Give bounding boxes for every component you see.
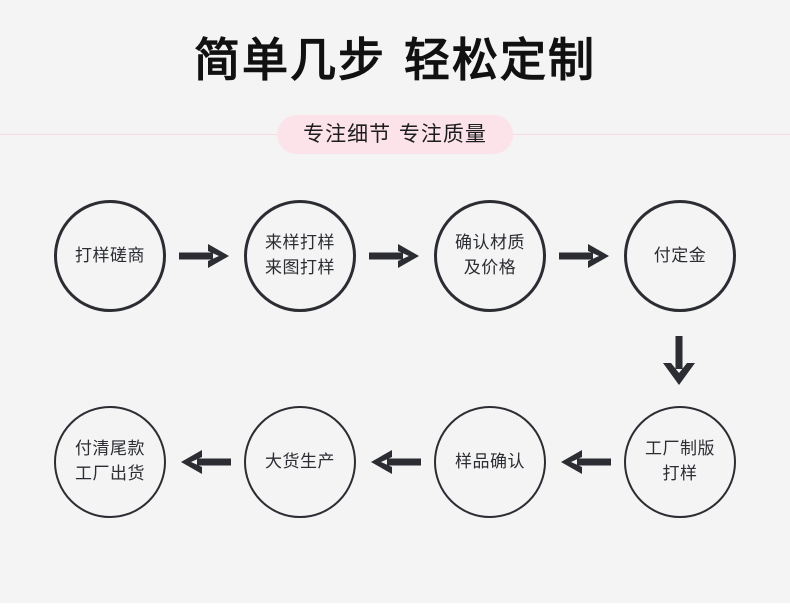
- flow-row-top: 打样磋商 来样打样 来图打样 确认材质 及价格: [0, 196, 790, 316]
- flow-node-8: 付清尾款 工厂出货: [54, 406, 166, 518]
- flow-node-7: 大货生产: [244, 406, 356, 518]
- flow-node-2: 来样打样 来图打样: [244, 200, 356, 312]
- flow-node-2-label: 来样打样 来图打样: [265, 233, 335, 278]
- arrow-down-icon: [656, 333, 702, 389]
- flow-node-7-label: 大货生产: [265, 451, 335, 472]
- flow-node-1-label: 打样磋商: [75, 245, 145, 266]
- arrow-left-icon: [546, 442, 624, 482]
- arrow-left-icon: [166, 442, 244, 482]
- flow-node-1: 打样磋商: [54, 200, 166, 312]
- arrow-left-icon: [356, 442, 434, 482]
- flow-node-3: 确认材质 及价格: [434, 200, 546, 312]
- subtitle-badge: 专注细节 专注质量: [277, 115, 513, 154]
- flow-node-8-label: 付清尾款 工厂出货: [75, 439, 145, 484]
- flow-node-3-label: 确认材质 及价格: [455, 233, 525, 278]
- flow-node-4-label: 付定金: [653, 245, 707, 266]
- arrow-right-icon: [356, 236, 434, 276]
- flow-node-6-label: 样品确认: [455, 451, 525, 472]
- flow-node-6: 样品确认: [434, 406, 546, 518]
- page-title: 简单几步 轻松定制: [193, 33, 596, 87]
- flow-node-5-label: 工厂制版 打样: [645, 439, 715, 484]
- flow-row-bottom: 付清尾款 工厂出货 大货生产 样品确认: [0, 402, 790, 522]
- flow-connector: [0, 325, 790, 397]
- flow-node-5: 工厂制版 打样: [624, 406, 736, 518]
- bottom-strip: [0, 603, 790, 609]
- arrow-right-icon: [166, 236, 244, 276]
- flow-node-4: 付定金: [624, 200, 736, 312]
- arrow-right-icon: [546, 236, 624, 276]
